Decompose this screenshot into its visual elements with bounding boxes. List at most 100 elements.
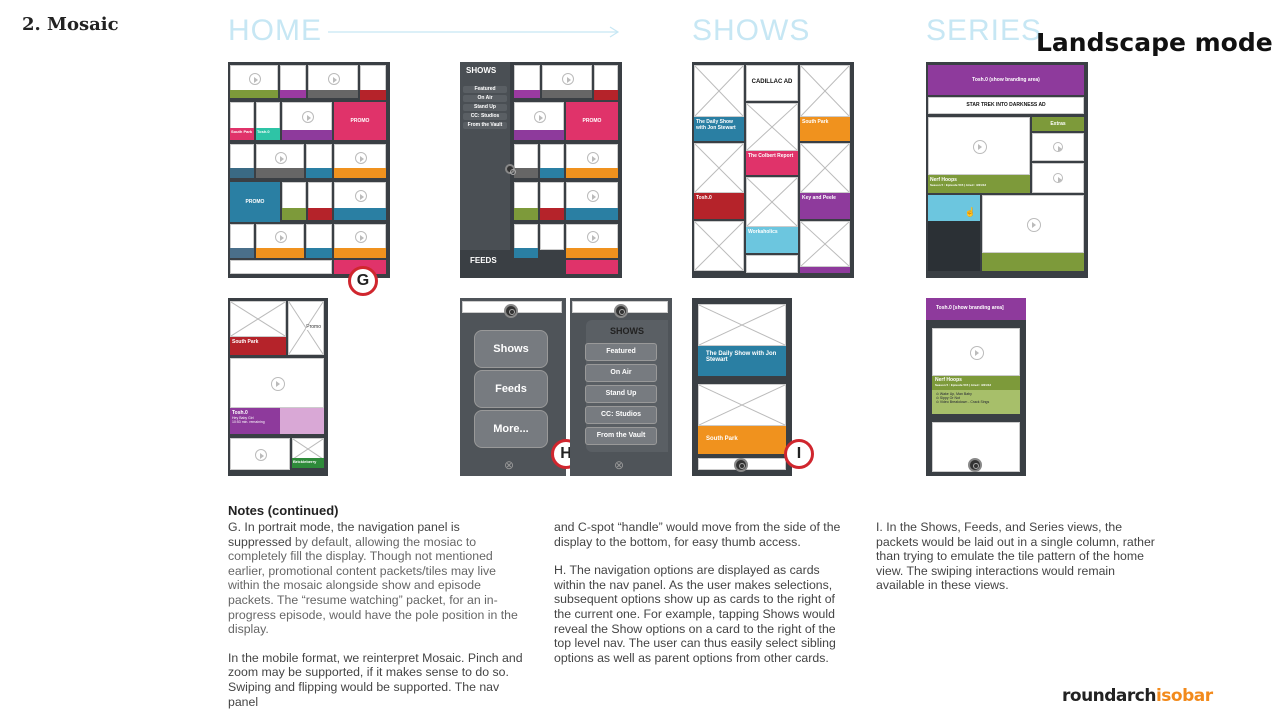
promo-tile[interactable]: PROMO: [566, 102, 618, 140]
mosaic-tile[interactable]: [514, 224, 538, 250]
mobile-home: South Park Promo Tosh.0 Hey Baby Girl 10…: [228, 298, 328, 476]
mosaic-tile[interactable]: [256, 224, 304, 250]
mobile-show-daily-show[interactable]: The Daily Show with Jon Stewart: [698, 346, 786, 376]
mosaic-tile[interactable]: [566, 182, 618, 210]
mosaic-tile[interactable]: [282, 182, 306, 210]
show-label-south-park[interactable]: South Park: [800, 117, 850, 141]
episode-tile[interactable]: [982, 195, 1084, 253]
c-spot-handle-icon[interactable]: [505, 164, 516, 175]
nav-item-featured[interactable]: Featured: [463, 86, 507, 93]
mosaic-tile[interactable]: [306, 144, 332, 172]
shows-option-on-air[interactable]: On Air: [585, 364, 657, 382]
mobile-series-branding: Tosh.0 [show branding area]: [926, 298, 1026, 320]
show-tile[interactable]: [800, 65, 850, 117]
shows-option-featured[interactable]: Featured: [585, 343, 657, 361]
show-label-daily-show[interactable]: The Daily Show with Jon Stewart: [694, 117, 744, 141]
mobile-tile[interactable]: [292, 438, 324, 460]
mosaic-tile[interactable]: [540, 144, 564, 172]
ad-tile[interactable]: CADILLAC AD: [746, 65, 798, 101]
note-g-mobile: In the mobile format, we reinterpret Mos…: [228, 650, 523, 709]
c-spot-handle-icon[interactable]: [504, 304, 518, 318]
show-label-workaholics[interactable]: Workaholics: [746, 227, 798, 253]
mosaic-tile[interactable]: [230, 260, 332, 274]
shows-option-from-the-vault[interactable]: From the Vault: [585, 427, 657, 445]
show-tile[interactable]: [746, 177, 798, 227]
nav-item-from-the-vault[interactable]: From the Vault: [463, 122, 507, 129]
nav-item-on-air[interactable]: On Air: [463, 95, 507, 102]
mosaic-tile[interactable]: [514, 102, 564, 132]
mosaic-tile[interactable]: [334, 182, 386, 210]
mobile-episode-label[interactable]: Nerf Hoops Season 5 : Episode 515 | Aire…: [932, 376, 1020, 390]
mobile-show-south-park[interactable]: South Park: [698, 426, 786, 454]
show-tile[interactable]: [800, 221, 850, 267]
show-tile[interactable]: [694, 65, 744, 117]
logo-part-2: isobar: [1155, 686, 1213, 706]
mosaic-tile[interactable]: [334, 224, 386, 250]
mosaic-tile[interactable]: [540, 224, 564, 250]
c-spot-handle-icon[interactable]: [614, 304, 628, 318]
shows-option-stand-up[interactable]: Stand Up: [585, 385, 657, 403]
mobile-episode-tile[interactable]: [932, 422, 1020, 472]
nav-footer-label[interactable]: FEEDS: [470, 256, 497, 265]
play-icon: [1053, 173, 1063, 183]
nav-card-feeds[interactable]: Feeds: [474, 370, 548, 408]
show-tile[interactable]: [746, 255, 798, 273]
mosaic-tile[interactable]: [334, 144, 386, 172]
clip-item[interactable]: ⊙ Sippy Or Not: [936, 396, 960, 400]
nav-item-cc-studios[interactable]: CC: Studios: [463, 113, 507, 120]
show-tile[interactable]: [694, 143, 744, 193]
mobile-show-tile[interactable]: [698, 384, 786, 426]
mosaic-tile[interactable]: [256, 144, 304, 172]
mosaic-tile[interactable]: [308, 182, 332, 210]
promo-tile-2[interactable]: PROMO: [230, 182, 280, 222]
mobile-promo-tile[interactable]: Promo: [288, 301, 324, 355]
mobile-episode-tile[interactable]: [932, 328, 1020, 376]
play-icon: [970, 346, 984, 360]
tile-label-south-park: South Park: [231, 129, 253, 134]
mosaic-tile[interactable]: [256, 102, 280, 130]
extras-tile[interactable]: Extras: [1032, 117, 1084, 131]
mobile-tile-label-brickleberry[interactable]: Brickleberry: [292, 458, 324, 468]
show-tile-strip: [800, 267, 850, 273]
shows-option-cc-studios[interactable]: CC: Studios: [585, 406, 657, 424]
mosaic-tile[interactable]: [230, 224, 254, 250]
nav-card-more[interactable]: More...: [474, 410, 548, 448]
promo-tile[interactable]: PROMO: [334, 102, 386, 140]
mobile-tile[interactable]: [230, 438, 290, 470]
mobile-tile[interactable]: [230, 301, 286, 337]
series-ad-banner[interactable]: STAR TREK INTO DARKNESS AD: [928, 97, 1084, 114]
mosaic-tile[interactable]: [230, 102, 254, 130]
c-spot-handle-icon[interactable]: [968, 458, 982, 472]
mosaic-tile[interactable]: [514, 144, 538, 172]
episode-label[interactable]: Nerf Hoops Season 5 : Episode 515 | Aire…: [928, 175, 1030, 193]
mosaic-tile[interactable]: [306, 224, 332, 250]
show-label-key-and-peele[interactable]: Key and Peele: [800, 193, 850, 219]
episode-meta: Season 5 : Episode 515 | Aired : 3/21/13: [930, 183, 987, 187]
show-tile[interactable]: [746, 103, 798, 151]
show-tile[interactable]: [800, 143, 850, 193]
mosaic-tile[interactable]: [514, 182, 538, 210]
episode-tile[interactable]: [928, 117, 1030, 175]
mosaic-tile[interactable]: [566, 224, 618, 250]
comment-tile[interactable]: ☝: [928, 195, 980, 221]
nav-card-shows[interactable]: Shows: [474, 330, 548, 368]
mosaic-tile[interactable]: [282, 102, 332, 132]
nav-item-stand-up[interactable]: Stand Up: [463, 104, 507, 111]
show-tile[interactable]: [694, 221, 744, 271]
clip-label: Sippy Or Not: [939, 396, 960, 400]
show-label-colbert[interactable]: The Colbert Report: [746, 151, 798, 175]
placeholder-image-icon: [801, 144, 849, 192]
show-label-tosh[interactable]: Tosh.0: [694, 193, 744, 219]
extras-clip[interactable]: [1032, 163, 1084, 193]
mobile-episode-tile[interactable]: [230, 358, 324, 408]
mobile-show-tile[interactable]: [698, 304, 786, 346]
close-icon[interactable]: ⊗: [614, 458, 625, 472]
c-spot-handle-icon[interactable]: [734, 458, 748, 472]
clip-item[interactable]: ⊙ Wake Up, Man Baby: [936, 392, 972, 396]
resume-watching-tile[interactable]: Tosh.0 Hey Baby Girl 10:53 min. remainin…: [230, 408, 280, 434]
extras-clip[interactable]: [1032, 133, 1084, 161]
mobile-tile-label-south-park[interactable]: South Park: [230, 337, 286, 355]
close-icon[interactable]: ⊗: [504, 458, 515, 472]
clip-item[interactable]: ⊙ Video Breakdown - Crack Sings: [936, 400, 990, 404]
mosaic-tile[interactable]: [540, 182, 564, 210]
